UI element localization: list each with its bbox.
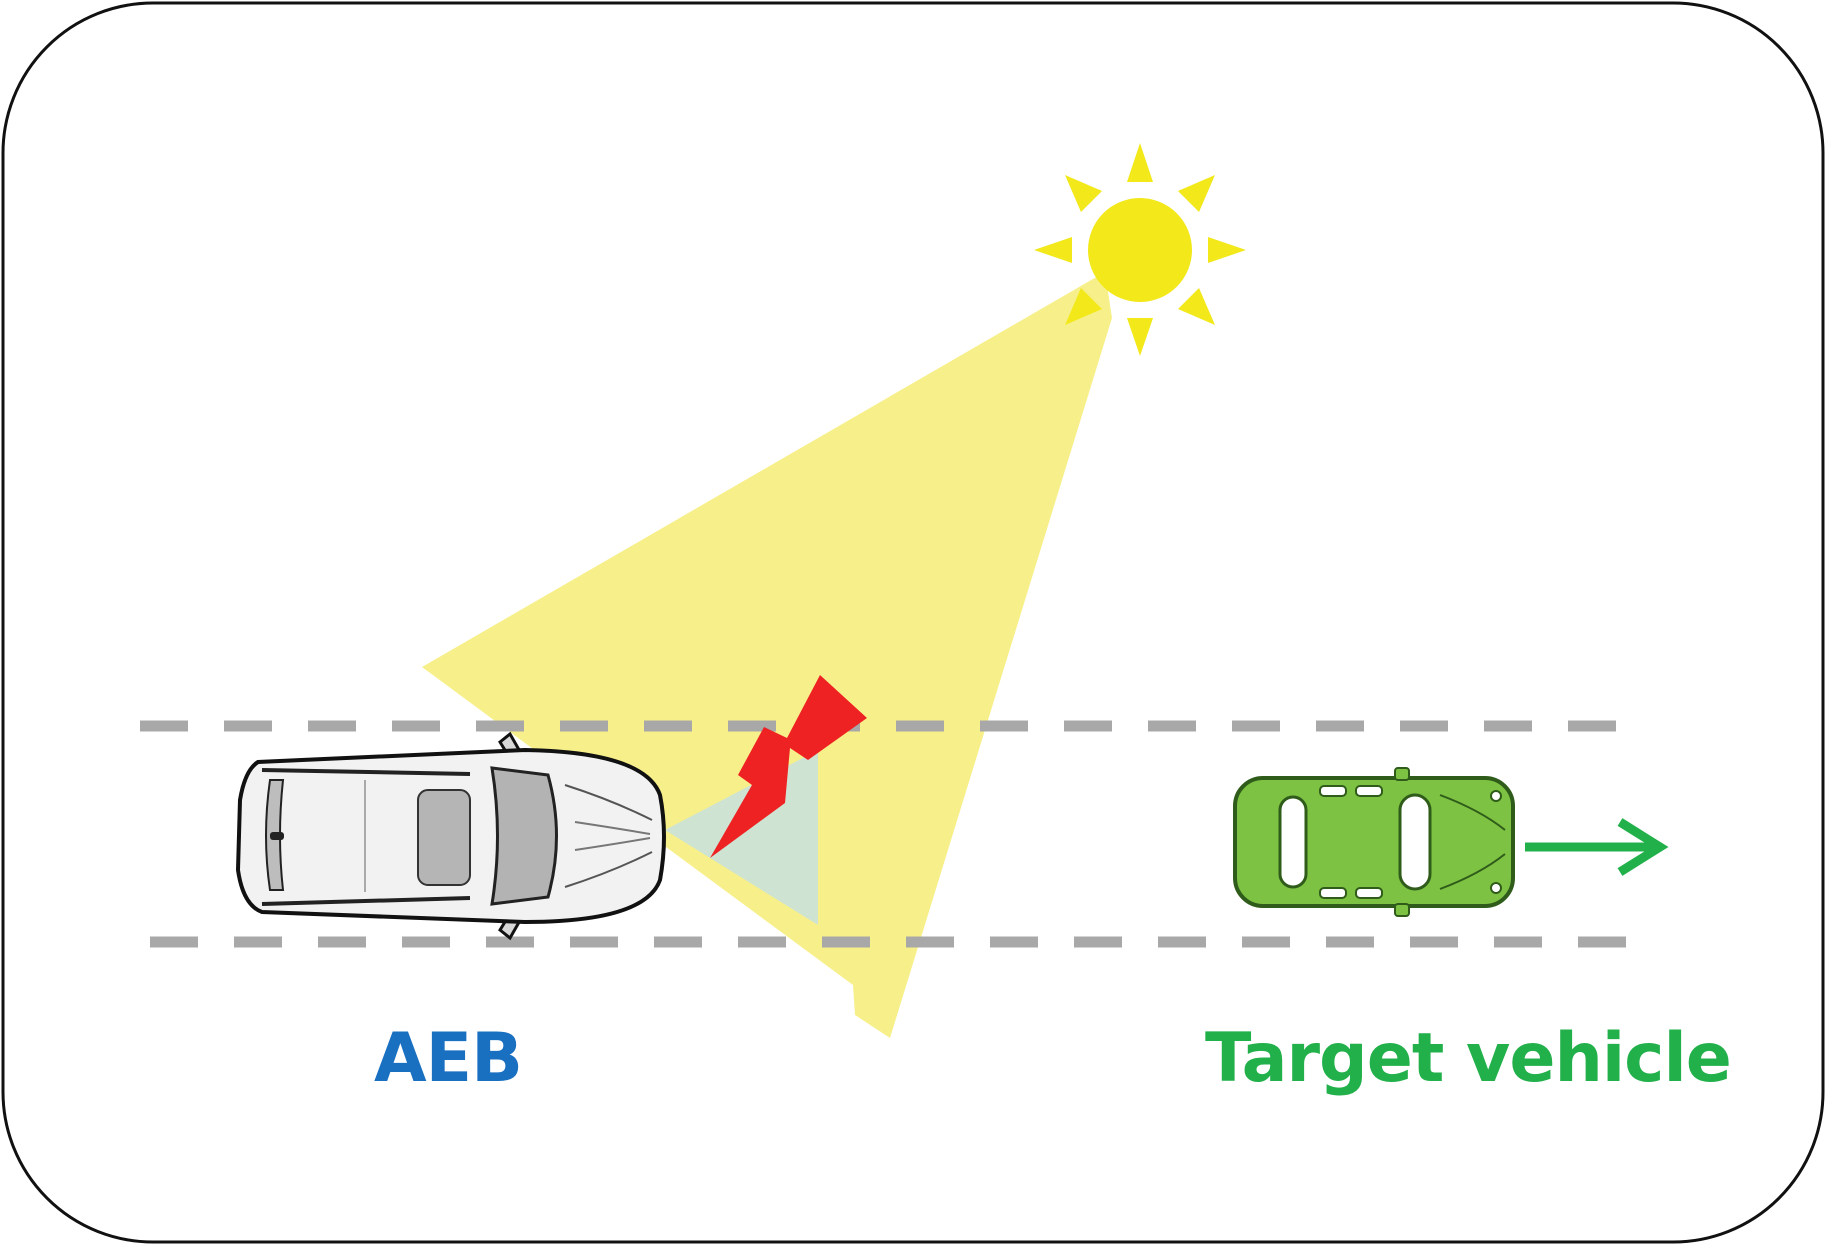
sun-icon: [1034, 143, 1246, 356]
ego-vehicle-label: AEB: [374, 1019, 523, 1098]
sun-glare-beam: [422, 272, 1112, 1038]
white-suv-icon: [235, 731, 666, 941]
target-vehicle-label: Target vehicle: [1205, 1019, 1732, 1098]
green-car-icon: [1233, 767, 1515, 917]
lightning-bolt-icon: [710, 675, 867, 858]
arrow-right-icon: [1525, 818, 1669, 876]
